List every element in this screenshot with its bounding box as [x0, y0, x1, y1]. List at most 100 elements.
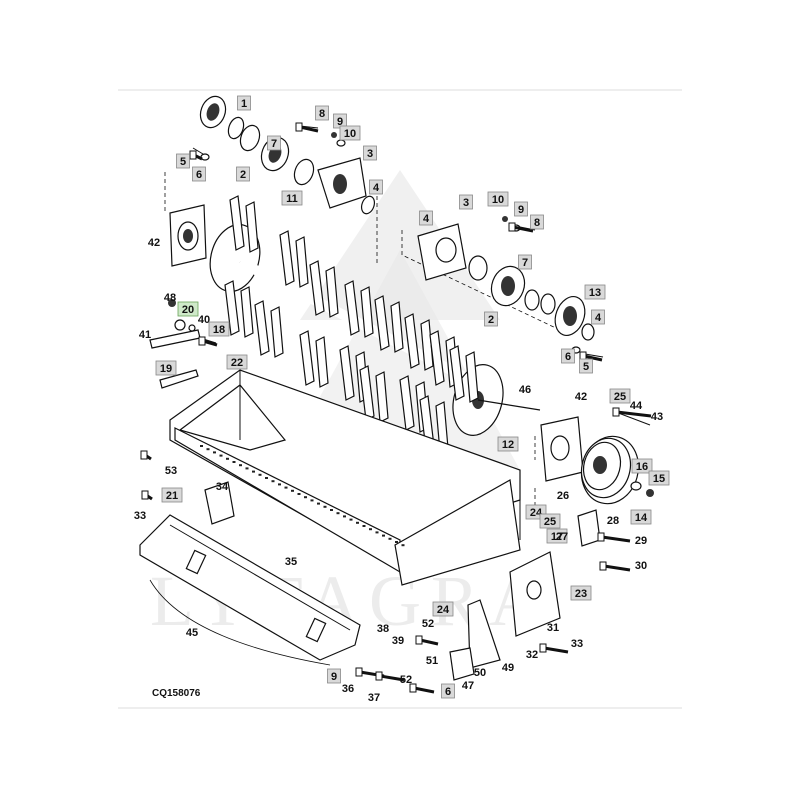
- callout-label: 5: [180, 156, 186, 168]
- callout-label: 7: [522, 257, 528, 269]
- callout-label: 15: [653, 473, 665, 485]
- callout-box: [518, 254, 532, 270]
- callout-box: [539, 513, 561, 529]
- callout-box: [546, 528, 568, 544]
- callout-box: [327, 668, 341, 684]
- callout-box: [192, 166, 206, 182]
- callout-label: 8: [534, 217, 540, 229]
- callout-box: [176, 153, 190, 169]
- callout-label: 42: [148, 237, 160, 249]
- callout-label: 3: [367, 148, 373, 160]
- callout-box: [514, 201, 528, 217]
- callout-box: [579, 358, 593, 374]
- lower-bracket: [449, 509, 601, 681]
- callout-label: 50: [474, 667, 486, 679]
- callout-label: 6: [196, 169, 202, 181]
- callout-label: 14: [635, 512, 648, 524]
- callout-label: 28: [607, 515, 619, 527]
- hanger-arms: [149, 299, 217, 389]
- callout-label: 8: [319, 108, 325, 120]
- callout-label: 32: [526, 649, 538, 661]
- callout-box: [236, 166, 250, 182]
- callout-box: [267, 135, 281, 151]
- callout-label: 4: [595, 312, 602, 324]
- callout-label: 3: [463, 197, 469, 209]
- callout-box: [363, 145, 377, 161]
- callout-label: 25: [614, 391, 626, 403]
- callout-label: 10: [344, 128, 356, 140]
- callout-label: 48: [164, 292, 176, 304]
- left-flange-42: [169, 204, 207, 267]
- callout-box: [584, 284, 606, 300]
- callout-label: 37: [368, 692, 380, 704]
- callout-label: 29: [635, 535, 647, 547]
- callout-box: [155, 360, 177, 376]
- callout-label: 20: [182, 304, 194, 316]
- callout-label: 45: [186, 627, 198, 639]
- rotor-assembly: [209, 195, 541, 453]
- callout-box: [561, 348, 575, 364]
- callout-label: 26: [557, 490, 569, 502]
- callout-label: 9: [331, 671, 337, 683]
- callout-label: 17: [551, 531, 563, 543]
- side-plate-23: [509, 551, 561, 637]
- pulley-assembly: [540, 410, 654, 505]
- callout-label: 2: [240, 169, 246, 181]
- callout-box: [339, 125, 361, 141]
- callout-label: 51: [426, 655, 438, 667]
- callout-label: 12: [502, 439, 514, 451]
- callout-label: 23: [575, 588, 587, 600]
- fasteners: [140, 122, 652, 694]
- callout-label: 33: [134, 510, 146, 522]
- callout-label: 11: [286, 193, 298, 205]
- callout-label: 4: [373, 182, 380, 194]
- callout-label: 18: [213, 324, 225, 336]
- callout-label: 46: [519, 384, 531, 396]
- callout-box: [570, 585, 592, 601]
- callout-label: 27: [556, 531, 568, 543]
- callout-box: [609, 388, 631, 404]
- callout-box: [441, 683, 455, 699]
- callout-label: 13: [589, 287, 601, 299]
- skid-assembly: [139, 481, 361, 666]
- callout-label: 6: [445, 686, 451, 698]
- callout-label: 9: [337, 116, 343, 128]
- callout-label: 5: [583, 361, 589, 373]
- callout-box: [177, 301, 199, 317]
- callout-box: [432, 601, 454, 617]
- callout-label: 44: [630, 400, 643, 412]
- callout-label: 10: [492, 194, 504, 206]
- callout-label: 30: [635, 560, 647, 572]
- callout-label: 35: [285, 556, 297, 568]
- callout-label: 33: [571, 638, 583, 650]
- callout-box: [226, 354, 248, 370]
- callout-box: [487, 191, 509, 207]
- callout-box: [459, 194, 473, 210]
- callout-box: [161, 487, 183, 503]
- callout-label: 52: [422, 618, 434, 630]
- callout-box: [630, 509, 652, 525]
- callout-label: 34: [216, 481, 229, 493]
- callout-label: 21: [166, 490, 178, 502]
- callout-label: 25: [544, 516, 556, 528]
- callout-label: 43: [651, 411, 663, 423]
- callout-box: [281, 190, 303, 206]
- drawing-code: CQ158076: [152, 688, 201, 699]
- callout-label: 36: [342, 683, 354, 695]
- callout-box: [631, 458, 653, 474]
- callout-label: 31: [547, 622, 559, 634]
- callout-box: [591, 309, 605, 325]
- callout-label: 1: [241, 98, 247, 110]
- callout-box: [484, 311, 498, 327]
- callout-box: [648, 470, 670, 486]
- callout-label: 49: [502, 662, 514, 674]
- callout-label: 40: [198, 314, 210, 326]
- callout-label: 6: [565, 351, 571, 363]
- callout-label: 7: [271, 138, 277, 150]
- callout-label: 53: [165, 465, 177, 477]
- right-bearing-group: [417, 216, 604, 358]
- main-housing: [169, 369, 521, 625]
- callout-box: [208, 321, 230, 337]
